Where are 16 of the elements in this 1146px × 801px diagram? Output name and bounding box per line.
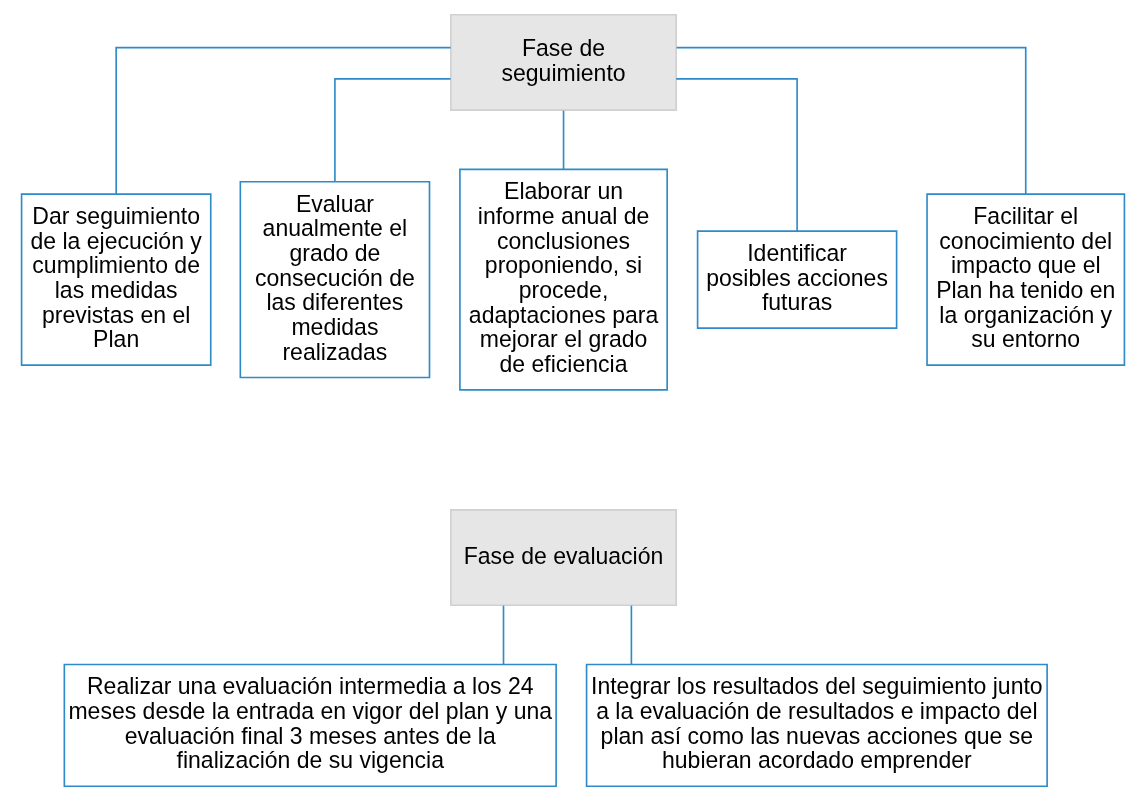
node-box: Fase de seguimiento (450, 13, 678, 111)
node-box: Evaluar anualmente el grado de consecución de las diferentes medidas realizadas (239, 180, 431, 379)
connector (334, 78, 452, 183)
node-box: Elaborar un informe anual de conclusiones proponiendo, si procede, adaptaciones para mejorar el grado de eficiencia (459, 168, 668, 391)
node-box: Integrar los resultados del seguimiento junto a la evaluación de resultados e impacto del plan así como las nuevas acciones que se hubieran acordado emprender (585, 663, 1048, 788)
connector (562, 109, 565, 171)
connector (630, 604, 633, 665)
connector (675, 78, 798, 232)
node-box: Dar seguimiento de la ejecución y cumplimiento de las medidas previstas en el Plan (20, 193, 212, 366)
node-box: Realizar una evaluación intermedia a los 24 meses desde la entrada en vigor del plan y una evaluación final 3 meses antes de la finalización de su vigencia (63, 663, 557, 788)
connector (502, 604, 505, 665)
connector (115, 46, 452, 195)
node-box: Identificar posibles acciones futuras (696, 230, 898, 329)
node-box: Fase de evaluación (450, 509, 678, 607)
node-box: Facilitar el conocimiento del impacto que el Plan ha tenido en la organización y su entorno (926, 193, 1126, 366)
connector (675, 46, 1027, 195)
